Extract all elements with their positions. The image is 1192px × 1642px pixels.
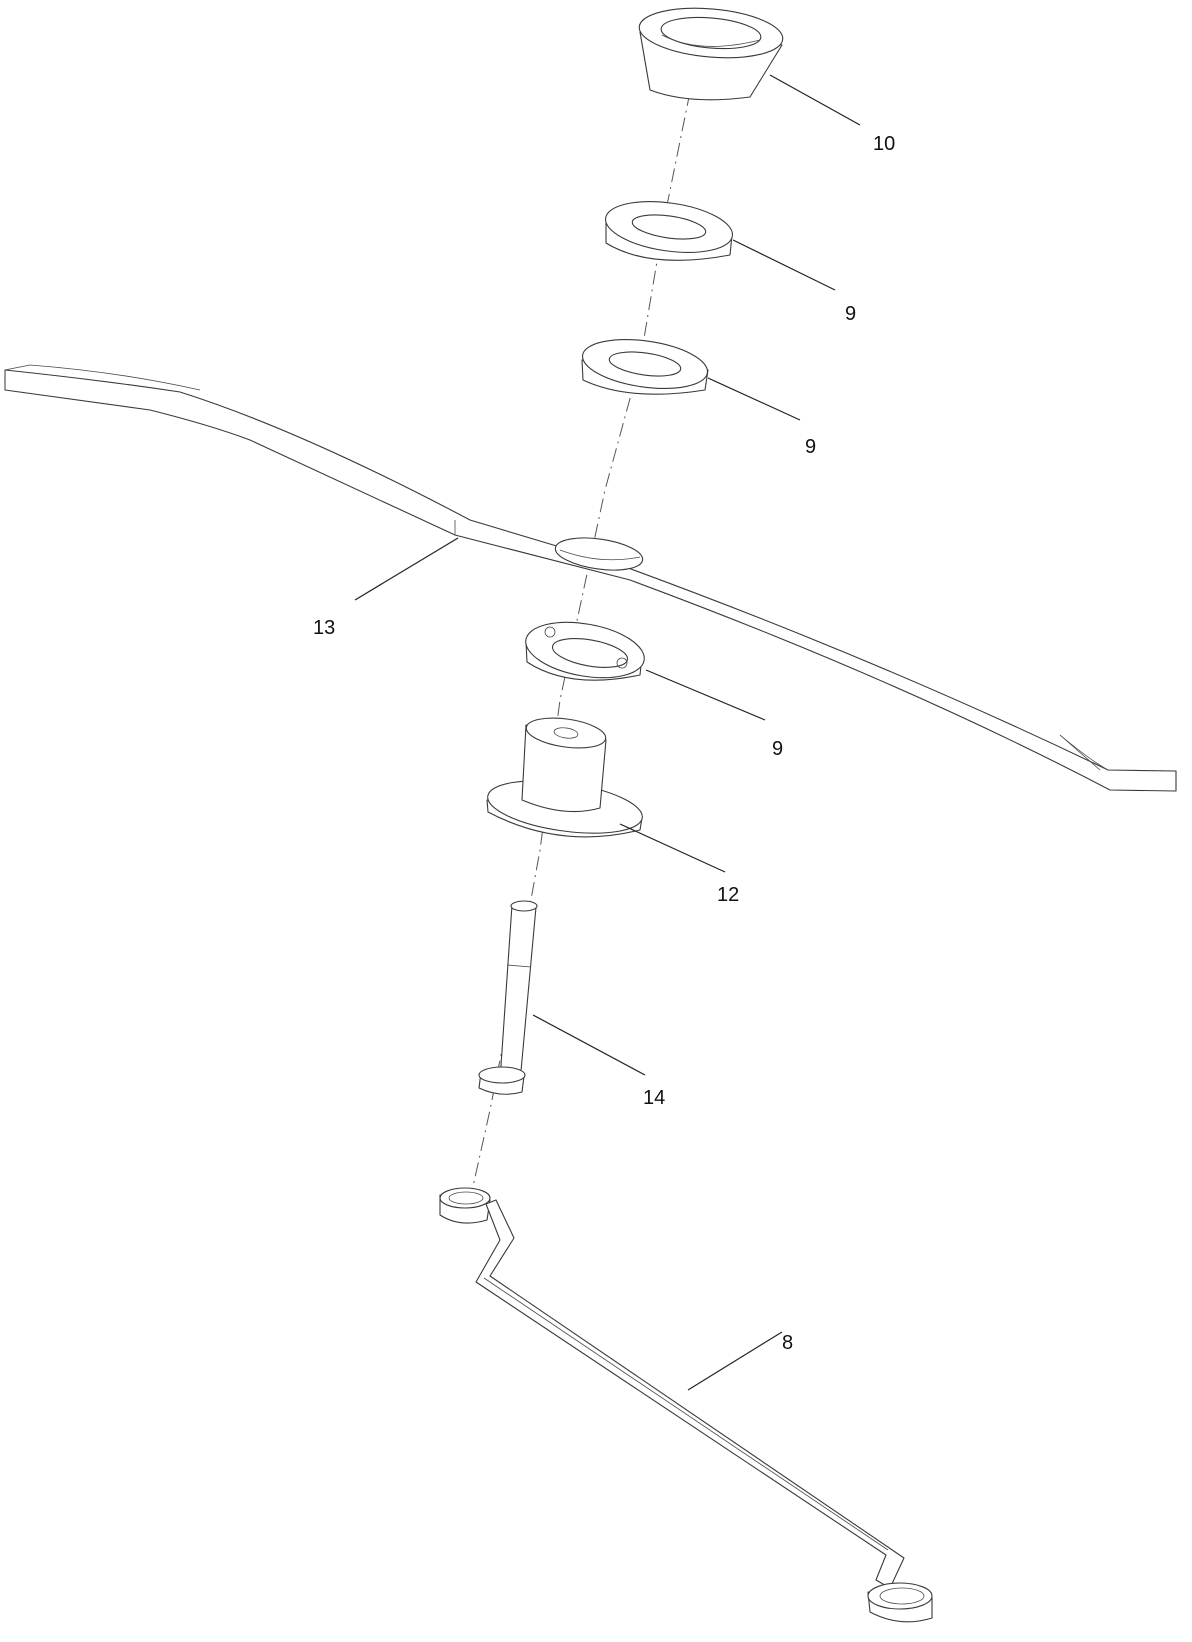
blade-part-13 — [4, 364, 1177, 792]
callout-12: 12 — [717, 884, 739, 906]
wrench-part-8 — [439, 1187, 933, 1623]
leader-line-9-lower — [645, 669, 766, 721]
callout-9-middle: 9 — [805, 436, 816, 458]
callout-9-upper: 9 — [845, 303, 856, 325]
hub-part-12 — [486, 717, 643, 838]
leader-line-8 — [687, 1331, 783, 1391]
leader-line-9-middle — [707, 377, 801, 421]
callout-14: 14 — [643, 1087, 665, 1109]
leader-line-12 — [619, 823, 726, 873]
washer-part-9-lower — [525, 621, 645, 681]
washer-part-9-upper — [604, 201, 734, 261]
callout-13: 13 — [313, 617, 335, 639]
washer-part-9-middle — [581, 339, 709, 395]
callout-10: 10 — [873, 133, 895, 155]
callout-8: 8 — [782, 1332, 793, 1354]
leader-line-14 — [532, 1014, 646, 1076]
leader-line-9-upper — [732, 239, 836, 291]
callout-9-lower: 9 — [772, 738, 783, 760]
bolt-part-14 — [478, 900, 538, 1095]
leader-line-10 — [769, 74, 861, 126]
leader-line-13 — [354, 537, 459, 601]
cup-part-10 — [638, 7, 784, 101]
